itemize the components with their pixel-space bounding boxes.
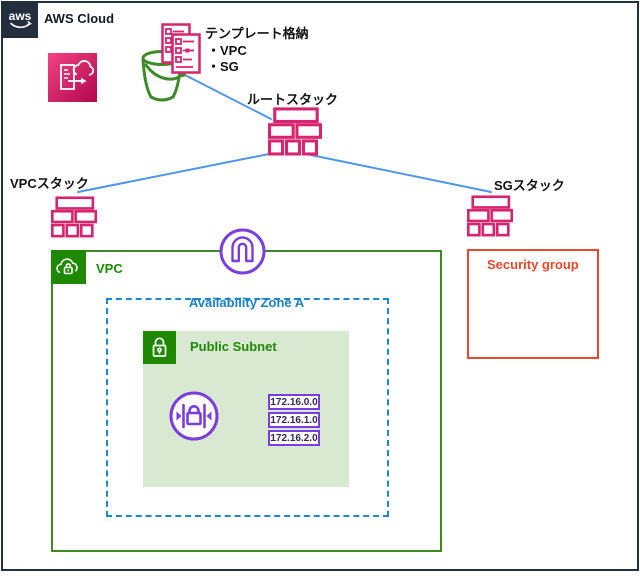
internet-gateway-icon xyxy=(219,228,266,275)
aws-cloud-label: AWS Cloud xyxy=(44,11,115,26)
cloudformation-icon xyxy=(48,53,97,102)
cidr-box: 172.16.1.0 xyxy=(268,412,320,428)
network-acl-icon xyxy=(169,391,219,441)
vpc-icon xyxy=(51,250,86,284)
public-subnet-label: Public Subnet xyxy=(190,339,277,354)
template-files-icon xyxy=(161,23,201,74)
aws-logo-text: aws xyxy=(9,9,32,23)
aws-smile-icon xyxy=(10,22,31,29)
cidr-text: 172.16.2.0 xyxy=(270,432,318,444)
cidr-box: 172.16.0.0 xyxy=(268,394,320,410)
template-storage-item: ・SG xyxy=(207,59,239,74)
root-stack-icon xyxy=(268,107,322,156)
cidr-box: 172.16.2.0 xyxy=(268,430,320,446)
security-group-container xyxy=(467,249,599,359)
availability-zone-container xyxy=(106,298,389,517)
aws-logo-icon: aws xyxy=(9,9,33,29)
sg-stack-icon xyxy=(467,195,513,237)
vpc-label: VPC xyxy=(96,261,123,276)
aws-logo-badge: aws xyxy=(2,2,38,38)
cidr-text: 172.16.1.0 xyxy=(270,414,318,426)
cidr-list: 172.16.0.0 172.16.1.0 172.16.2.0 xyxy=(268,394,320,446)
template-storage-label: テンプレート格納 xyxy=(205,26,309,41)
availability-zone-label: Availability Zone A xyxy=(188,295,305,310)
root-stack-label: ルートスタック xyxy=(247,92,339,107)
cidr-text: 172.16.0.0 xyxy=(270,396,318,408)
public-subnet-icon xyxy=(143,331,176,364)
vpc-stack-label: VPCスタック xyxy=(10,176,89,191)
template-storage-item: ・VPC xyxy=(207,43,247,58)
vpc-stack-icon xyxy=(51,196,97,238)
sg-stack-label: SGスタック xyxy=(494,178,565,193)
security-group-label: Security group xyxy=(487,257,579,272)
